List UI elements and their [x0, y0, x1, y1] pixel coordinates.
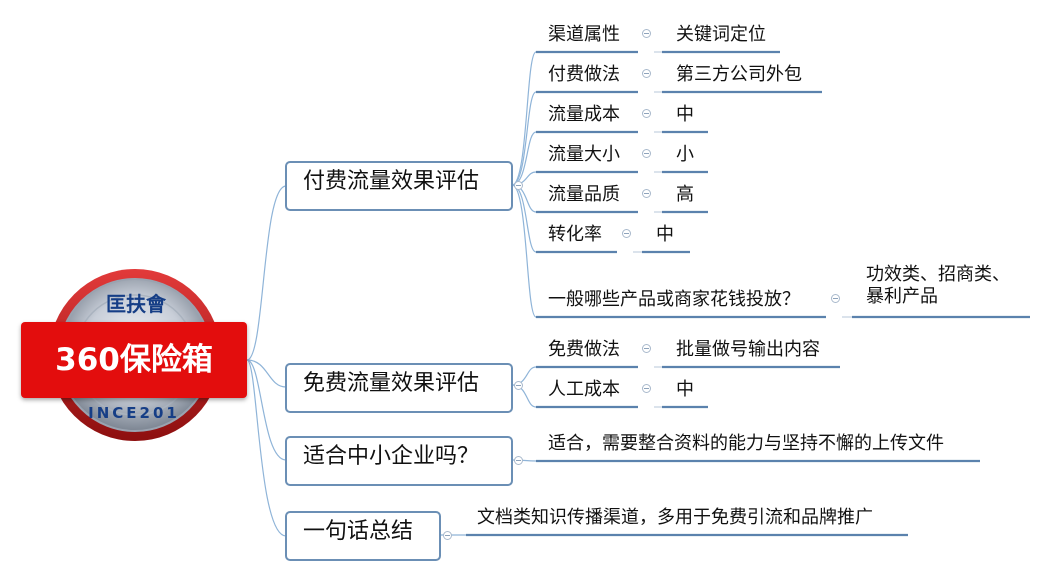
- item-label: 转化率: [548, 224, 602, 245]
- collapse-minus-icon[interactable]: [514, 181, 523, 190]
- item-value: 中: [676, 104, 694, 125]
- item-value: 批量做号输出内容: [676, 339, 820, 360]
- collapse-minus-icon[interactable]: [642, 29, 651, 38]
- item-label: 流量品质: [548, 184, 620, 205]
- collapse-minus-icon[interactable]: [831, 294, 840, 303]
- item-label: 文档类知识传播渠道，多用于免费引流和品牌推广: [477, 507, 873, 528]
- item-value: 中: [656, 224, 674, 245]
- seal-bottom-text: INCE201: [88, 404, 180, 422]
- collapse-minus-icon[interactable]: [514, 381, 523, 390]
- root-node[interactable]: 360保险箱: [21, 322, 247, 398]
- collapse-minus-icon[interactable]: [642, 149, 651, 158]
- branch-node-sme[interactable]: 适合中小企业吗？: [285, 436, 513, 486]
- branch-node-free[interactable]: 免费流量效果评估: [285, 363, 513, 413]
- collapse-minus-icon[interactable]: [642, 344, 651, 353]
- item-value: 第三方公司外包: [676, 64, 802, 85]
- collapse-minus-icon[interactable]: [443, 531, 452, 540]
- item-value: 功效类、招商类、暴利产品: [866, 264, 1010, 307]
- item-value: 高: [676, 184, 694, 205]
- item-label: 流量成本: [548, 104, 620, 125]
- collapse-minus-icon[interactable]: [642, 384, 651, 393]
- collapse-minus-icon[interactable]: [642, 109, 651, 118]
- branch-node-summary[interactable]: 一句话总结: [285, 511, 441, 561]
- item-label: 渠道属性: [548, 24, 620, 45]
- item-label: 适合，需要整合资料的能力与坚持不懈的上传文件: [548, 433, 944, 454]
- item-value: 中: [676, 379, 694, 400]
- item-label: 流量大小: [548, 144, 620, 165]
- item-value: 小: [676, 144, 694, 165]
- item-value: 关键词定位: [676, 24, 766, 45]
- collapse-minus-icon[interactable]: [622, 229, 631, 238]
- collapse-minus-icon[interactable]: [642, 189, 651, 198]
- collapse-minus-icon[interactable]: [514, 456, 523, 465]
- item-label: 免费做法: [548, 339, 620, 360]
- seal-top-text: 匡扶會: [106, 292, 167, 316]
- item-label: 一般哪些产品或商家花钱投放？: [548, 289, 800, 310]
- item-label: 人工成本: [548, 379, 620, 400]
- branch-node-paid[interactable]: 付费流量效果评估: [285, 161, 513, 211]
- collapse-minus-icon[interactable]: [642, 69, 651, 78]
- item-label: 付费做法: [548, 64, 620, 85]
